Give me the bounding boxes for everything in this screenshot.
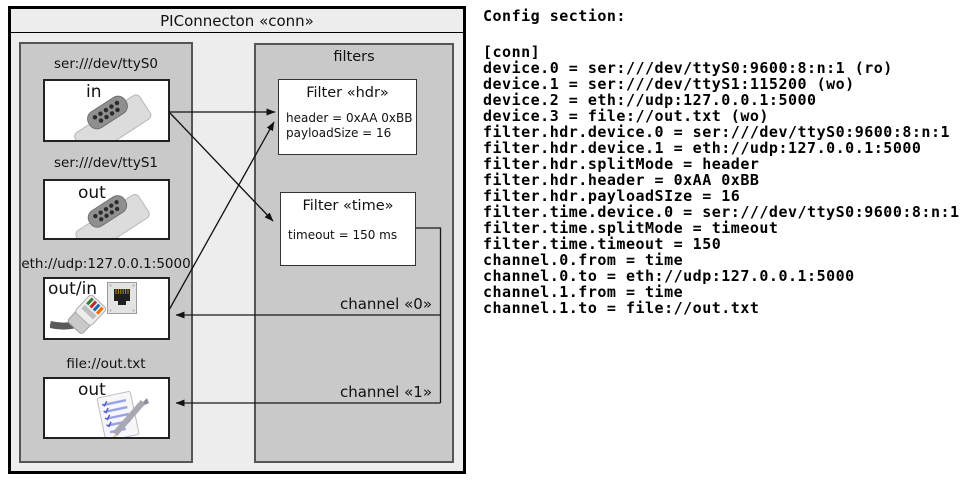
config-line: channel.0.from = time (483, 251, 684, 269)
channel-0-label: channel «0» (339, 295, 432, 313)
filter-hdr-prop-payloadsize: payloadSize = 16 (286, 126, 392, 140)
filters-panel-title: filters (333, 49, 375, 65)
config-line: filter.time.splitMode = timeout (483, 219, 779, 237)
config-line: filter.time.device.0 = ser:///dev/ttyS0:… (483, 203, 960, 221)
config-line: channel.0.to = eth://udp:127.0.0.1:5000 (483, 267, 855, 285)
device-label-eth: eth://udp:127.0.0.1:5000 (21, 256, 191, 272)
device-box-ttys1: out (43, 179, 170, 240)
channel-1-label: channel «1» (339, 383, 432, 401)
connector-title-row: PIConnecton «conn» (11, 9, 463, 33)
config-line: device.0 = ser:///dev/ttyS0:9600:8:n:1 (… (483, 59, 893, 77)
config-line: filter.hdr.header = 0xAA 0xBB (483, 171, 760, 189)
serial-connector-icon (75, 193, 150, 238)
config-lines: [conn]device.0 = ser:///dev/ttyS0:9600:8… (483, 44, 961, 316)
filter-hdr-title: Filter «hdr» (306, 85, 389, 101)
ethernet-cable-icon (50, 294, 107, 334)
device-direction-file: out (78, 380, 106, 400)
connector-title: PIConnecton «conn» (160, 11, 314, 30)
device-direction-ttys0: in (86, 82, 102, 102)
device-label-file: file://out.txt (66, 356, 146, 372)
device-label-ttys1: ser:///dev/ttyS1 (54, 155, 158, 171)
config-line: filter.hdr.splitMode = header (483, 155, 760, 173)
config-line: [conn] (483, 43, 541, 61)
config-line: device.3 = file://out.txt (wo) (483, 107, 769, 125)
config-line: filter.hdr.payloadSIze = 16 (483, 187, 741, 205)
filter-time-properties: timeout = 150 ms (281, 228, 415, 243)
notepad-icon (96, 391, 149, 437)
config-line: filter.hdr.device.1 = eth://udp:127.0.0.… (483, 139, 922, 157)
config-heading: Config section: (483, 7, 626, 25)
filter-hdr-prop-header: header = 0xAA 0xBB (286, 111, 413, 125)
config-line: filter.hdr.device.0 = ser:///dev/ttyS0:9… (483, 123, 951, 141)
filter-time-prop-timeout: timeout = 150 ms (288, 228, 398, 242)
config-line: channel.1.to = file://out.txt (483, 299, 760, 317)
device-direction-ttys1: out (78, 183, 106, 203)
config-section: Config section: [conn]device.0 = ser:///… (483, 8, 961, 316)
config-line: device.2 = eth://udp:127.0.0.1:5000 (483, 91, 817, 109)
config-line: channel.1.from = time (483, 283, 684, 301)
filter-box-hdr: Filter «hdr» header = 0xAA 0xBB payloadS… (278, 79, 417, 155)
filter-box-time: Filter «time» timeout = 150 ms (280, 192, 416, 266)
config-line: filter.time.timeout = 150 (483, 235, 722, 253)
config-line: device.1 = ser:///dev/ttyS1:115200 (wo) (483, 75, 855, 93)
device-box-ttys0: in (43, 79, 170, 142)
device-label-ttys0: ser:///dev/ttyS0 (54, 56, 158, 72)
filter-hdr-properties: header = 0xAA 0xBB payloadSize = 16 (279, 111, 416, 141)
device-box-file: out (43, 377, 170, 439)
serial-connector-icon (74, 94, 152, 140)
filter-time-title: Filter «time» (302, 198, 394, 214)
device-box-eth: out/in (43, 277, 170, 340)
device-direction-eth: out/in (48, 279, 98, 299)
ethernet-port-icon (107, 282, 137, 314)
